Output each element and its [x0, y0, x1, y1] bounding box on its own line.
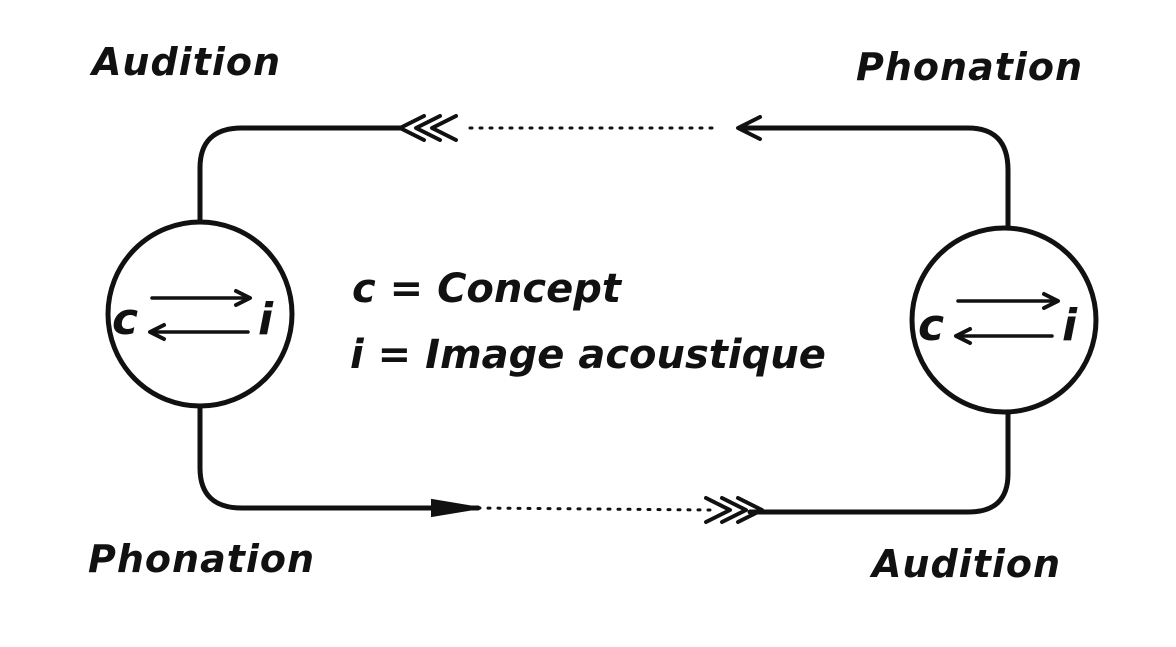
- top-single-arrowhead: [736, 115, 762, 141]
- bottom-dotted-line: [476, 506, 712, 512]
- legend-concept: c = Concept: [352, 266, 623, 312]
- bottom-circuit-path: [197, 403, 1011, 524]
- top-triple-arrowhead: [398, 114, 458, 142]
- label-top-left-audition: Audition: [89, 40, 281, 84]
- left-c-letter: c: [112, 294, 138, 345]
- label-top-right-phonation: Phonation: [856, 45, 1083, 89]
- top-left-solid-line: [197, 125, 403, 225]
- right-head-circle: [909, 225, 1099, 415]
- right-i-letter: i: [1062, 300, 1078, 351]
- bottom-single-arrowhead: [431, 498, 481, 518]
- bottom-right-solid-line: [747, 409, 1011, 515]
- right-c-letter: c: [918, 300, 944, 351]
- left-i-letter: i: [258, 294, 274, 345]
- left-head-circle: [105, 219, 295, 409]
- right-person-circle: c i: [909, 225, 1099, 415]
- left-person-circle: c i: [105, 219, 295, 409]
- top-circuit-path: [197, 114, 1011, 231]
- bottom-triple-arrowhead: [704, 496, 764, 524]
- top-right-solid-line: [737, 125, 1011, 231]
- bottom-left-solid-line: [197, 403, 481, 511]
- label-bottom-left-phonation: Phonation: [88, 537, 315, 581]
- legend-image-acoustique: i = Image acoustique: [350, 332, 826, 378]
- label-bottom-right-audition: Audition: [869, 542, 1061, 586]
- legend: c = Concept i = Image acoustique: [350, 266, 826, 378]
